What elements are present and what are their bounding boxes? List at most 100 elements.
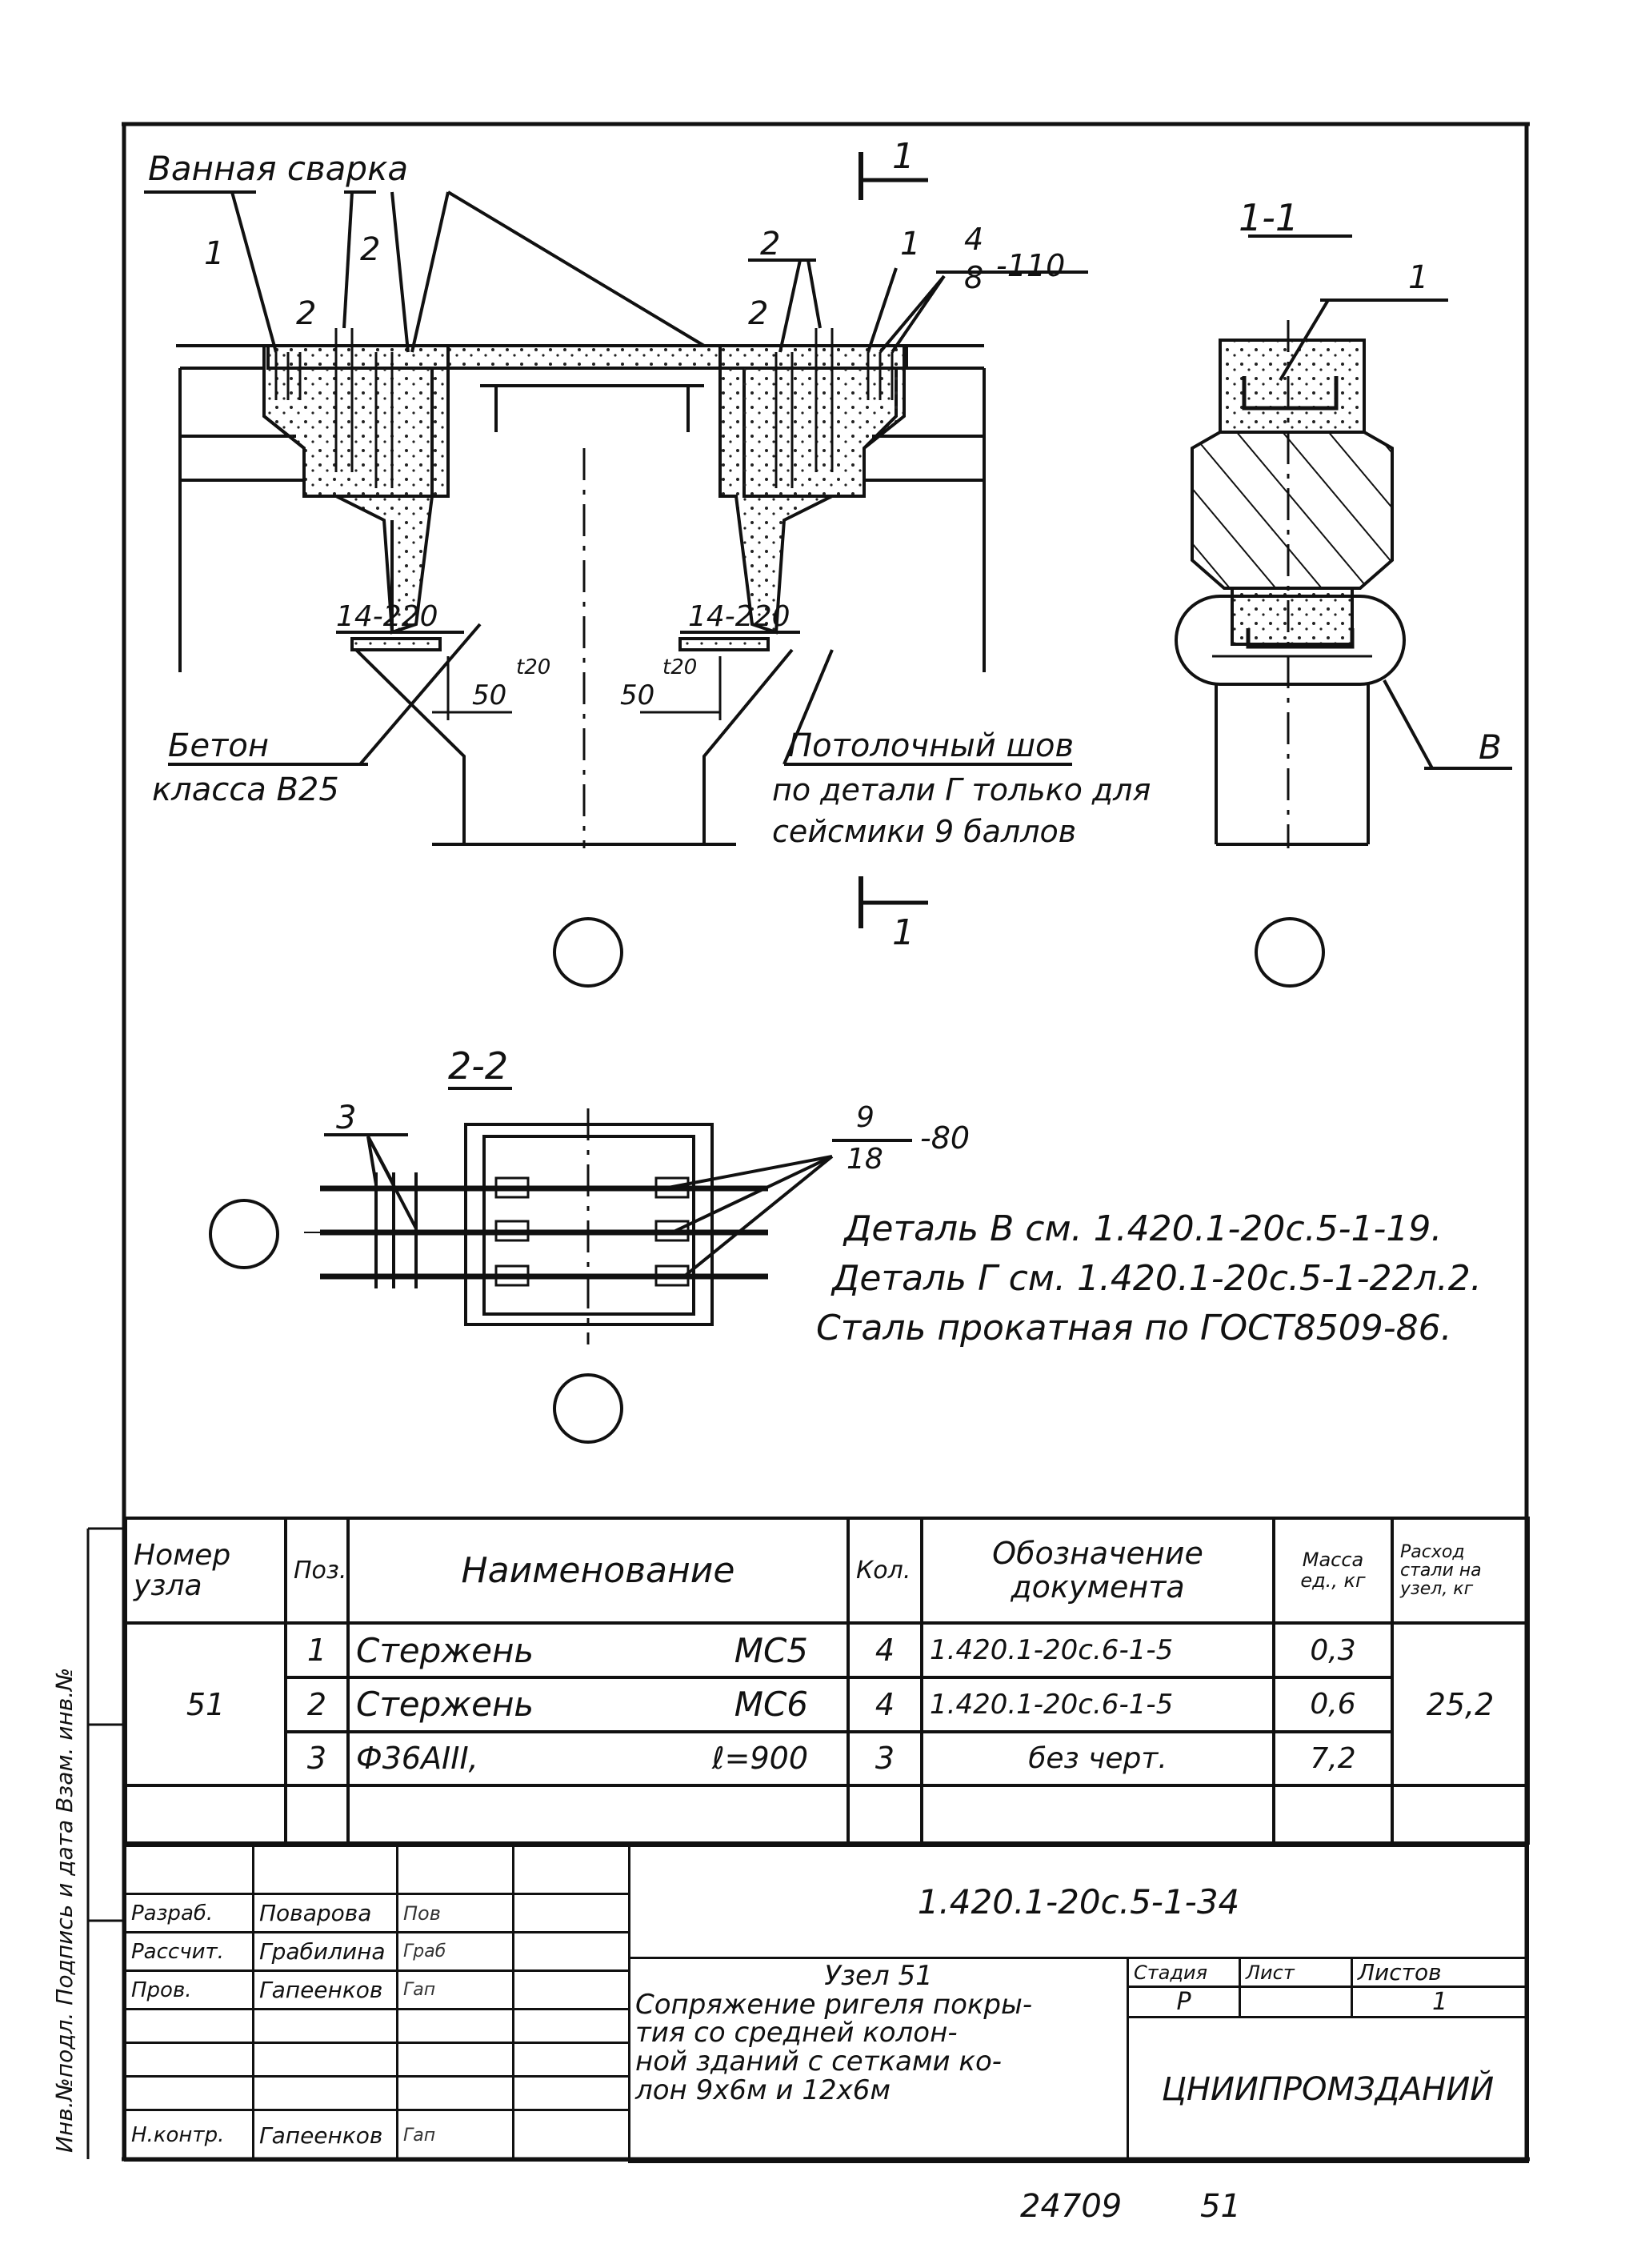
title-line-1: Узел 51 — [824, 1960, 933, 1992]
row1-doc: 1.420.1-20с.6-1-5 — [920, 1621, 1275, 1679]
row2-pos: 2 — [284, 1675, 350, 1733]
weld-fraction-denominator: 8 — [964, 260, 983, 295]
section-1-1-view — [1175, 234, 1512, 988]
title-line-3: тия со средней колон- — [635, 2017, 958, 2050]
note-detail-b: Деталь В см. 1.420.1-20с.5-1-19. — [843, 1208, 1442, 1249]
title-line-5: лон 9х6м и 12х6м — [635, 2074, 891, 2106]
elevation-view — [144, 152, 1088, 988]
row3-doc: без черт. — [920, 1729, 1275, 1788]
header-node: Номер узла — [124, 1516, 287, 1625]
frac2-denominator: 18 — [847, 1143, 883, 1176]
row1-name-text: Стержень — [356, 1630, 534, 1670]
position-2-right: 2 — [760, 226, 780, 262]
steel-total: 25,2 — [1391, 1621, 1530, 1788]
row2-name-text: Стержень — [356, 1685, 534, 1725]
role-norm-control: Н.контр. — [124, 2109, 254, 2162]
row3-qty: 3 — [847, 1729, 923, 1788]
position-2-left: 2 — [360, 231, 380, 268]
row3-name-text: Ф36АIII, — [356, 1741, 478, 1777]
header-pos: Поз. — [284, 1516, 350, 1625]
row1-name: Стержень МС5 — [346, 1621, 850, 1679]
spec-empty-row — [124, 1784, 1530, 1845]
stage-label: Стадия — [1127, 1957, 1241, 1988]
row1-mass: 0,3 — [1272, 1621, 1394, 1679]
signature-block: Разраб. Поварова Пов Рассчит. Грабилина … — [124, 1845, 630, 2162]
stage-value: Р — [1127, 1986, 1241, 2018]
position-2-left-small: 2 — [296, 295, 316, 332]
sheets-label: Листов — [1351, 1957, 1529, 1988]
row1-mark: МС5 — [734, 1630, 808, 1670]
section-mark-top: 1 — [892, 136, 915, 177]
title-line-4: ной зданий с сетками ко- — [635, 2046, 1003, 2078]
name-checked: Гапеенков — [252, 1969, 398, 2010]
header-name: Наименование — [346, 1516, 850, 1625]
row2-name: Стержень МС6 — [346, 1675, 850, 1733]
sign-calculated: Граб — [396, 1931, 514, 1972]
signature-row: Н.контр. Гапеенков Гап — [124, 2109, 630, 2162]
side-stamp-text: Инв.№подл. Подпись и дата Взам. инв.№ — [51, 1668, 78, 2153]
row1-pos: 1 — [284, 1621, 350, 1679]
side-stamp-frame — [86, 1527, 124, 2159]
concrete-label-2: класса В25 — [152, 771, 339, 808]
signature-row: Рассчит. Грабилина Граб — [124, 1931, 630, 1972]
role-calculated: Рассчит. — [124, 1931, 254, 1972]
detail-b-label: В — [1479, 727, 1502, 767]
section-mark-bottom: 1 — [892, 912, 915, 953]
dim-left: 50 — [472, 679, 506, 711]
position-3: 3 — [336, 1100, 356, 1136]
name-calculated: Грабилина — [252, 1931, 398, 1972]
signature-row: Разраб. Поварова Пов — [124, 1893, 630, 1933]
row2-qty: 4 — [847, 1675, 923, 1733]
position-1-right: 1 — [900, 226, 920, 262]
weld-fraction-numerator: 4 — [964, 222, 983, 257]
sheet-value — [1239, 1986, 1353, 2018]
dim-right: 50 — [620, 679, 654, 711]
specification-table: Номер узла Поз. Наименование Кол. Обозна… — [124, 1516, 1530, 1845]
ceiling-weld-label-1: Потолочный шов — [788, 727, 1074, 764]
sign-checked: Гап — [396, 1969, 514, 2010]
ceiling-weld-label-2: по детали Г только для — [772, 772, 1151, 807]
title-line-2: Сопряжение ригеля покры- — [635, 1988, 1033, 2021]
sign-norm-control: Гап — [396, 2109, 514, 2162]
weld-left-label: 14-220 — [336, 600, 438, 633]
concrete-label-1: Бетон — [168, 727, 269, 764]
spec-row: 3 Ф36АIII,ℓ=900 3 без черт. 7,2 — [126, 1729, 1528, 1788]
row2-mass: 0,6 — [1272, 1675, 1394, 1733]
position-1-section: 1 — [1408, 259, 1428, 296]
frac2-length: -80 — [920, 1120, 970, 1156]
sign-developer: Пов — [396, 1893, 514, 1933]
weld-fraction-length: -110 — [996, 248, 1065, 283]
sheet-label: Лист — [1239, 1957, 1353, 1988]
frac2-numerator: 9 — [856, 1101, 875, 1134]
header-qty: Кол. — [847, 1516, 923, 1625]
archive-number: 24709 — [1020, 2188, 1122, 2225]
spec-row: 2 Стержень МС6 4 1.420.1-20с.6-1-5 0,6 — [126, 1675, 1528, 1733]
role-checked: Пров. — [124, 1969, 254, 2010]
weld-right-label: 14-220 — [688, 600, 790, 633]
document-code: 1.420.1-20с.5-1-34 — [628, 1845, 1529, 1959]
drawing-title: Узел 51 Сопряжение ригеля покры- тия со … — [628, 1957, 1129, 2163]
organization: ЦНИИПРОМЗДАНИЙ — [1127, 2016, 1529, 2163]
drawing-labels: Ванная сварка 1 1-1 1 2 2 2 2 1 4 8 -110… — [51, 136, 1502, 2225]
row2-doc: 1.420.1-20с.6-1-5 — [920, 1675, 1275, 1733]
row3-mark: ℓ=900 — [711, 1741, 808, 1777]
section-1-1-title: 1-1 — [1239, 196, 1299, 239]
row3-mass: 7,2 — [1272, 1729, 1394, 1788]
bath-weld-label: Ванная сварка — [148, 149, 408, 188]
name-norm-control: Гапеенков — [252, 2109, 398, 2162]
page-number: 51 — [1200, 2188, 1241, 2225]
title-block: 1.420.1-20с.5-1-34 Узел 51 Сопряжение ри… — [628, 1845, 1529, 2163]
spec-header-row: Номер узла Поз. Наименование Кол. Обозна… — [124, 1516, 1530, 1625]
position-2-right-small: 2 — [748, 295, 768, 332]
section-2-2-view — [209, 1087, 912, 1444]
note-detail-g: Деталь Г см. 1.420.1-20с.5-1-22л.2. — [831, 1258, 1482, 1299]
ceiling-weld-label-3: сейсмики 9 баллов — [772, 814, 1076, 849]
section-2-2-title: 2-2 — [448, 1044, 508, 1088]
position-1-left: 1 — [204, 235, 224, 272]
signature-row: Пров. Гапеенков Гап — [124, 1969, 630, 2010]
name-developer: Поварова — [252, 1893, 398, 1933]
row2-mark: МС6 — [734, 1685, 808, 1725]
header-steel: Расход стали на узел, кг — [1391, 1516, 1530, 1625]
